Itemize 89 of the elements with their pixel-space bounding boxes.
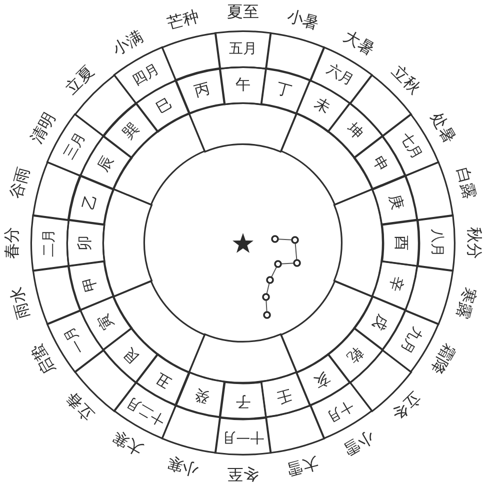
month-label: 二月 [42, 228, 56, 257]
solar-term-label: 立秋 [389, 62, 424, 97]
solar-term-label: 小暑 [285, 8, 320, 32]
solar-term-label: 秋分 [466, 227, 482, 259]
month-label: 三月 [62, 130, 88, 162]
solar-term-label: 霜降 [428, 340, 458, 376]
direction-label: 丙 [192, 81, 212, 100]
direction-label: 艮 [120, 344, 142, 366]
ring-segment [404, 160, 454, 222]
direction-label: 酉 [393, 235, 408, 250]
ring-segment [160, 32, 222, 82]
direction-label: 乙 [81, 192, 100, 212]
ring-segment [112, 112, 206, 206]
solar-term-label: 大雪 [285, 454, 320, 478]
month-label: 六月 [324, 62, 356, 88]
ring-segment [280, 112, 374, 206]
month-label: 十一月 [222, 430, 264, 444]
direction-label: 亥 [312, 370, 332, 390]
direction-label: 丁 [274, 81, 294, 100]
direction-label: 子 [235, 393, 250, 408]
month-label: 一月 [62, 324, 88, 356]
direction-label: 辰 [96, 154, 116, 174]
solar-term-label: 寒露 [454, 285, 478, 320]
direction-label: 巳 [154, 96, 174, 116]
direction-label: 未 [312, 96, 332, 116]
solar-term-label: 冬至 [227, 466, 259, 482]
ring-segment [264, 404, 326, 454]
ring-segment [218, 380, 268, 420]
ring-segment [67, 174, 115, 226]
ring-segment [260, 371, 312, 419]
ring-segment [102, 188, 153, 298]
solar-term-label: 小满 [110, 28, 146, 58]
ring-segment [333, 188, 384, 298]
solar-term-label: 大暑 [340, 28, 376, 58]
month-label: 四月 [130, 62, 162, 88]
ring-segment [30, 214, 70, 272]
ring-segment [32, 264, 82, 326]
ring-segment [371, 174, 419, 226]
ring-segment [371, 260, 419, 312]
month-label: 五月 [228, 42, 257, 56]
ring-segment [218, 66, 268, 106]
month-label: 十月 [324, 398, 356, 424]
month-label: 十二月 [124, 394, 168, 428]
month-label: 九月 [398, 324, 424, 356]
direction-label: 丑 [154, 370, 174, 390]
direction-label: 庚 [386, 192, 405, 212]
ring-segment [32, 160, 82, 222]
solar-term-label: 春分 [4, 227, 20, 259]
direction-label: 卯 [77, 235, 92, 250]
solar-term-label: 立夏 [62, 62, 97, 97]
ring-segment [404, 264, 454, 326]
solar-term-label: 谷雨 [8, 166, 32, 201]
solar-term-label: 立春 [62, 389, 97, 424]
direction-label: 壬 [274, 386, 294, 405]
direction-label: 辛 [386, 274, 405, 294]
solar-term-label: 大寒 [110, 428, 146, 458]
solar-term-label: 芒种 [166, 8, 201, 32]
solar-term-label: 启蛰 [28, 340, 58, 376]
direction-label: 戌 [370, 312, 390, 332]
direction-label: 坤 [344, 120, 366, 142]
direction-label: 乾 [344, 344, 366, 366]
solar-term-label: 小雪 [340, 428, 376, 458]
month-label: 八月 [430, 228, 444, 257]
direction-label: 申 [370, 154, 390, 174]
ring-segment [416, 214, 456, 272]
direction-label: 巽 [120, 120, 142, 142]
ring-segment [214, 30, 272, 70]
ring-segment [188, 333, 298, 384]
solar-term-label: 清明 [28, 110, 58, 146]
solar-term-label: 夏至 [227, 4, 259, 20]
direction-label: 甲 [81, 274, 100, 294]
solar-term-label: 处暑 [428, 110, 458, 146]
direction-label: 癸 [192, 386, 212, 405]
ring-segment [66, 218, 106, 268]
month-label: 七月 [398, 130, 424, 162]
direction-label: 午 [235, 77, 250, 92]
ring-segment [260, 67, 312, 115]
ring-segment [67, 260, 115, 312]
ring-segment [214, 416, 272, 456]
direction-label: 寅 [96, 312, 116, 332]
solar-term-label: 小寒 [166, 454, 201, 478]
ring-segment [188, 102, 298, 153]
solar-term-label: 雨水 [8, 285, 32, 320]
ring-segment [174, 67, 226, 115]
solar-term-label: 立冬 [389, 389, 424, 424]
solar-term-label: 白露 [454, 166, 478, 201]
ring-segment [264, 32, 326, 82]
ring-segment [380, 218, 420, 268]
ring-segment [174, 371, 226, 419]
